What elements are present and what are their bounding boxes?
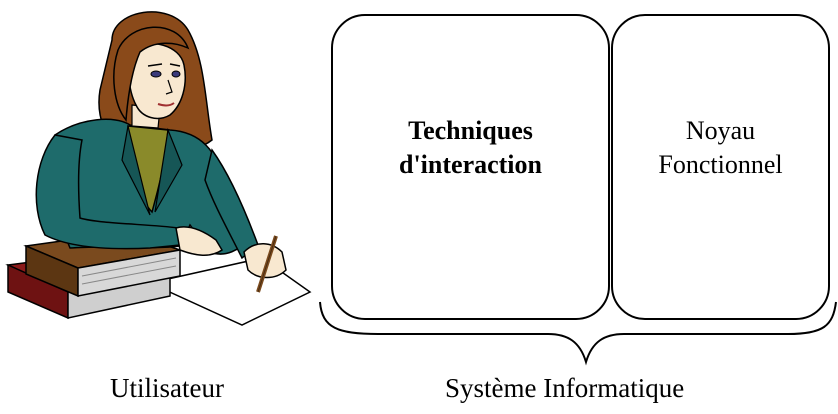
left-hand — [175, 226, 224, 256]
right-hand — [243, 243, 287, 279]
techniques-interaction-box: Techniques d'interaction — [331, 14, 610, 320]
techniques-interaction-label: Techniques d'interaction — [333, 114, 608, 182]
techniques-line1: Techniques — [408, 116, 533, 145]
techniques-line2: d'interaction — [399, 150, 542, 179]
noyau-fonctionnel-label: Noyau Fonctionnel — [613, 114, 828, 182]
utilisateur-caption: Utilisateur — [110, 373, 224, 403]
systeme-informatique-caption: Système Informatique — [445, 373, 685, 403]
noyau-line1: Noyau — [685, 116, 756, 145]
noyau-line2: Fonctionnel — [658, 150, 783, 179]
pen-icon — [256, 235, 278, 293]
user-illustration — [5, 11, 312, 326]
book-stack-icon — [5, 231, 181, 320]
face — [127, 42, 186, 120]
left-arm — [35, 134, 181, 250]
hair-front — [113, 26, 190, 122]
curly-brace — [319, 301, 837, 366]
noyau-fonctionnel-box: Noyau Fonctionnel — [611, 14, 830, 320]
